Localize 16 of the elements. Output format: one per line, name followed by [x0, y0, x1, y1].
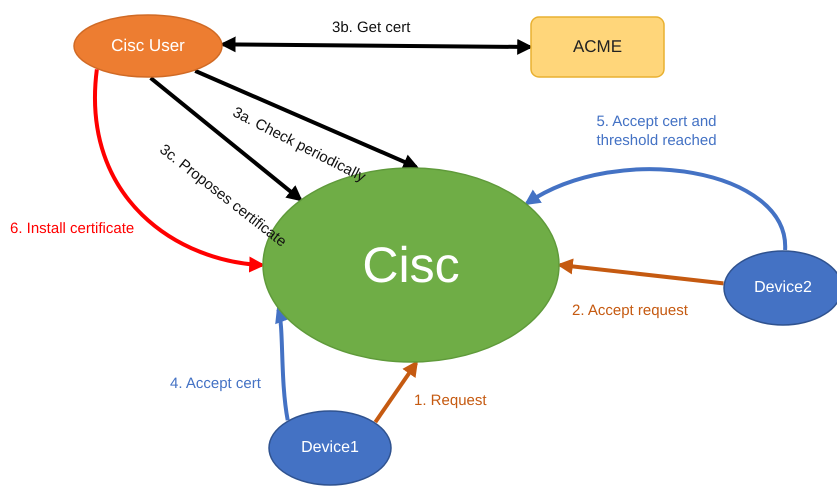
arrow: [194, 69, 420, 170]
arrow: [93, 69, 266, 272]
device-ellipse: [268, 410, 392, 486]
node-label: Cisc User: [111, 36, 185, 56]
arrow: [274, 306, 290, 421]
arrow: [149, 76, 303, 202]
actor-ellipse: [73, 14, 223, 78]
node-label: Device1: [301, 439, 359, 457]
arrow: [374, 360, 418, 424]
node-label: ACME: [572, 37, 622, 57]
arrow: [220, 36, 534, 55]
node-label: Cisc: [362, 236, 460, 294]
service-box: [530, 16, 665, 78]
arrow: [556, 258, 724, 286]
node-label: Device2: [754, 279, 812, 297]
arrow: [524, 168, 788, 250]
